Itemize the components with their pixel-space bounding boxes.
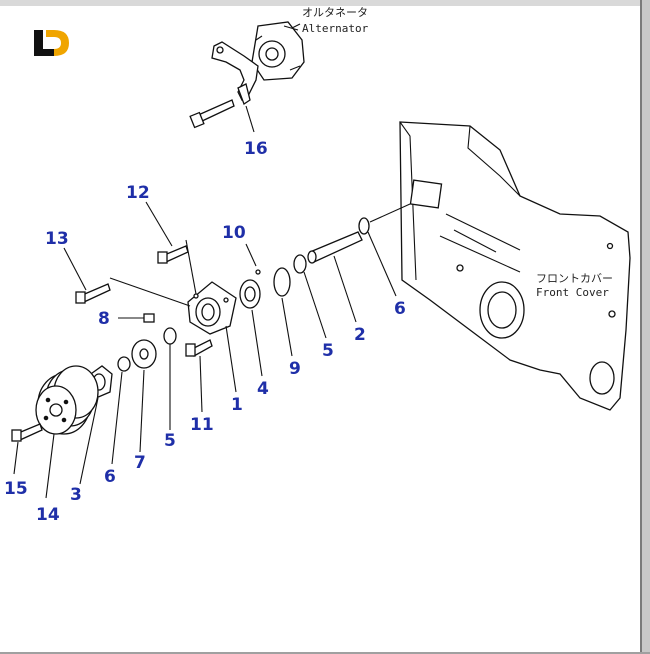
callout-14: 14 <box>36 505 60 525</box>
front-cover-label-en: Front Cover <box>536 286 609 299</box>
right-border-line <box>640 0 642 654</box>
callout-10: 10 <box>222 223 246 243</box>
leader-14 <box>45 433 55 499</box>
callout-2: 2 <box>354 325 366 345</box>
part-8-plug <box>143 313 155 323</box>
callout-12: 12 <box>126 183 150 203</box>
leader-2 <box>333 255 357 323</box>
leader-10 <box>245 243 257 267</box>
right-scrollbar-track[interactable] <box>642 0 650 654</box>
alternator-label-en: Alternator <box>302 22 369 35</box>
front-cover <box>399 121 631 411</box>
part-5-washer-left <box>163 327 177 345</box>
leader-7 <box>139 369 145 453</box>
leader-3 <box>79 397 99 485</box>
logo-letter-d <box>46 30 69 56</box>
part-15-bolt <box>11 423 43 442</box>
leader-15 <box>13 441 19 475</box>
part-4-bearing <box>239 279 261 309</box>
leader-12 <box>145 201 173 247</box>
logo-letter-l <box>34 30 43 56</box>
part-14-pulley <box>35 365 99 435</box>
callout-3: 3 <box>70 485 82 505</box>
callout-1: 1 <box>231 395 243 415</box>
callout-16: 16 <box>244 139 268 159</box>
leader-16 <box>245 105 255 133</box>
part-7-washer <box>131 339 157 369</box>
front-cover-label-jp: フロントカバー <box>536 272 613 285</box>
callout-15: 15 <box>4 479 28 499</box>
alternator-bolt <box>189 99 235 129</box>
part-1-housing <box>187 281 237 335</box>
assembly-line-12 <box>185 239 197 295</box>
callout-6-left: 6 <box>104 467 116 487</box>
leader-6-right <box>367 231 397 297</box>
callout-7: 7 <box>134 453 146 473</box>
alternator-label-jp: オルタネータ <box>302 6 368 19</box>
bottom-border <box>0 652 650 654</box>
callout-9: 9 <box>289 359 301 379</box>
assembly-line-13 <box>109 277 191 307</box>
callout-8: 8 <box>98 309 110 329</box>
part-9-oring <box>273 267 291 297</box>
callout-5-left: 5 <box>164 431 176 451</box>
dowel-line <box>369 203 411 223</box>
part-12-bolt <box>157 245 189 264</box>
leader-11 <box>199 355 203 413</box>
part-5-washer-right <box>293 254 307 274</box>
part-2-shaft <box>307 231 363 264</box>
callout-6-right: 6 <box>394 299 406 319</box>
top-border <box>0 0 650 6</box>
leader-5-right <box>303 271 327 339</box>
leader-4 <box>251 309 263 377</box>
leader-1 <box>225 325 237 393</box>
leader-9 <box>281 297 293 357</box>
logo-letter-l-foot <box>34 49 54 56</box>
part-13-bolt <box>75 283 111 304</box>
part-16-bracket <box>211 41 259 105</box>
part-11-bolt <box>185 339 213 357</box>
callout-4: 4 <box>257 379 269 399</box>
callout-13: 13 <box>45 229 69 249</box>
part-6-nut-left <box>117 356 131 372</box>
part-6-washer-right <box>358 217 370 235</box>
leader-13 <box>63 247 87 291</box>
alternator <box>251 21 305 81</box>
part-10-pin <box>255 269 261 275</box>
brand-logo <box>34 30 69 56</box>
callout-5-right: 5 <box>322 341 334 361</box>
leader-6-left <box>111 371 123 465</box>
callout-11: 11 <box>190 415 214 435</box>
